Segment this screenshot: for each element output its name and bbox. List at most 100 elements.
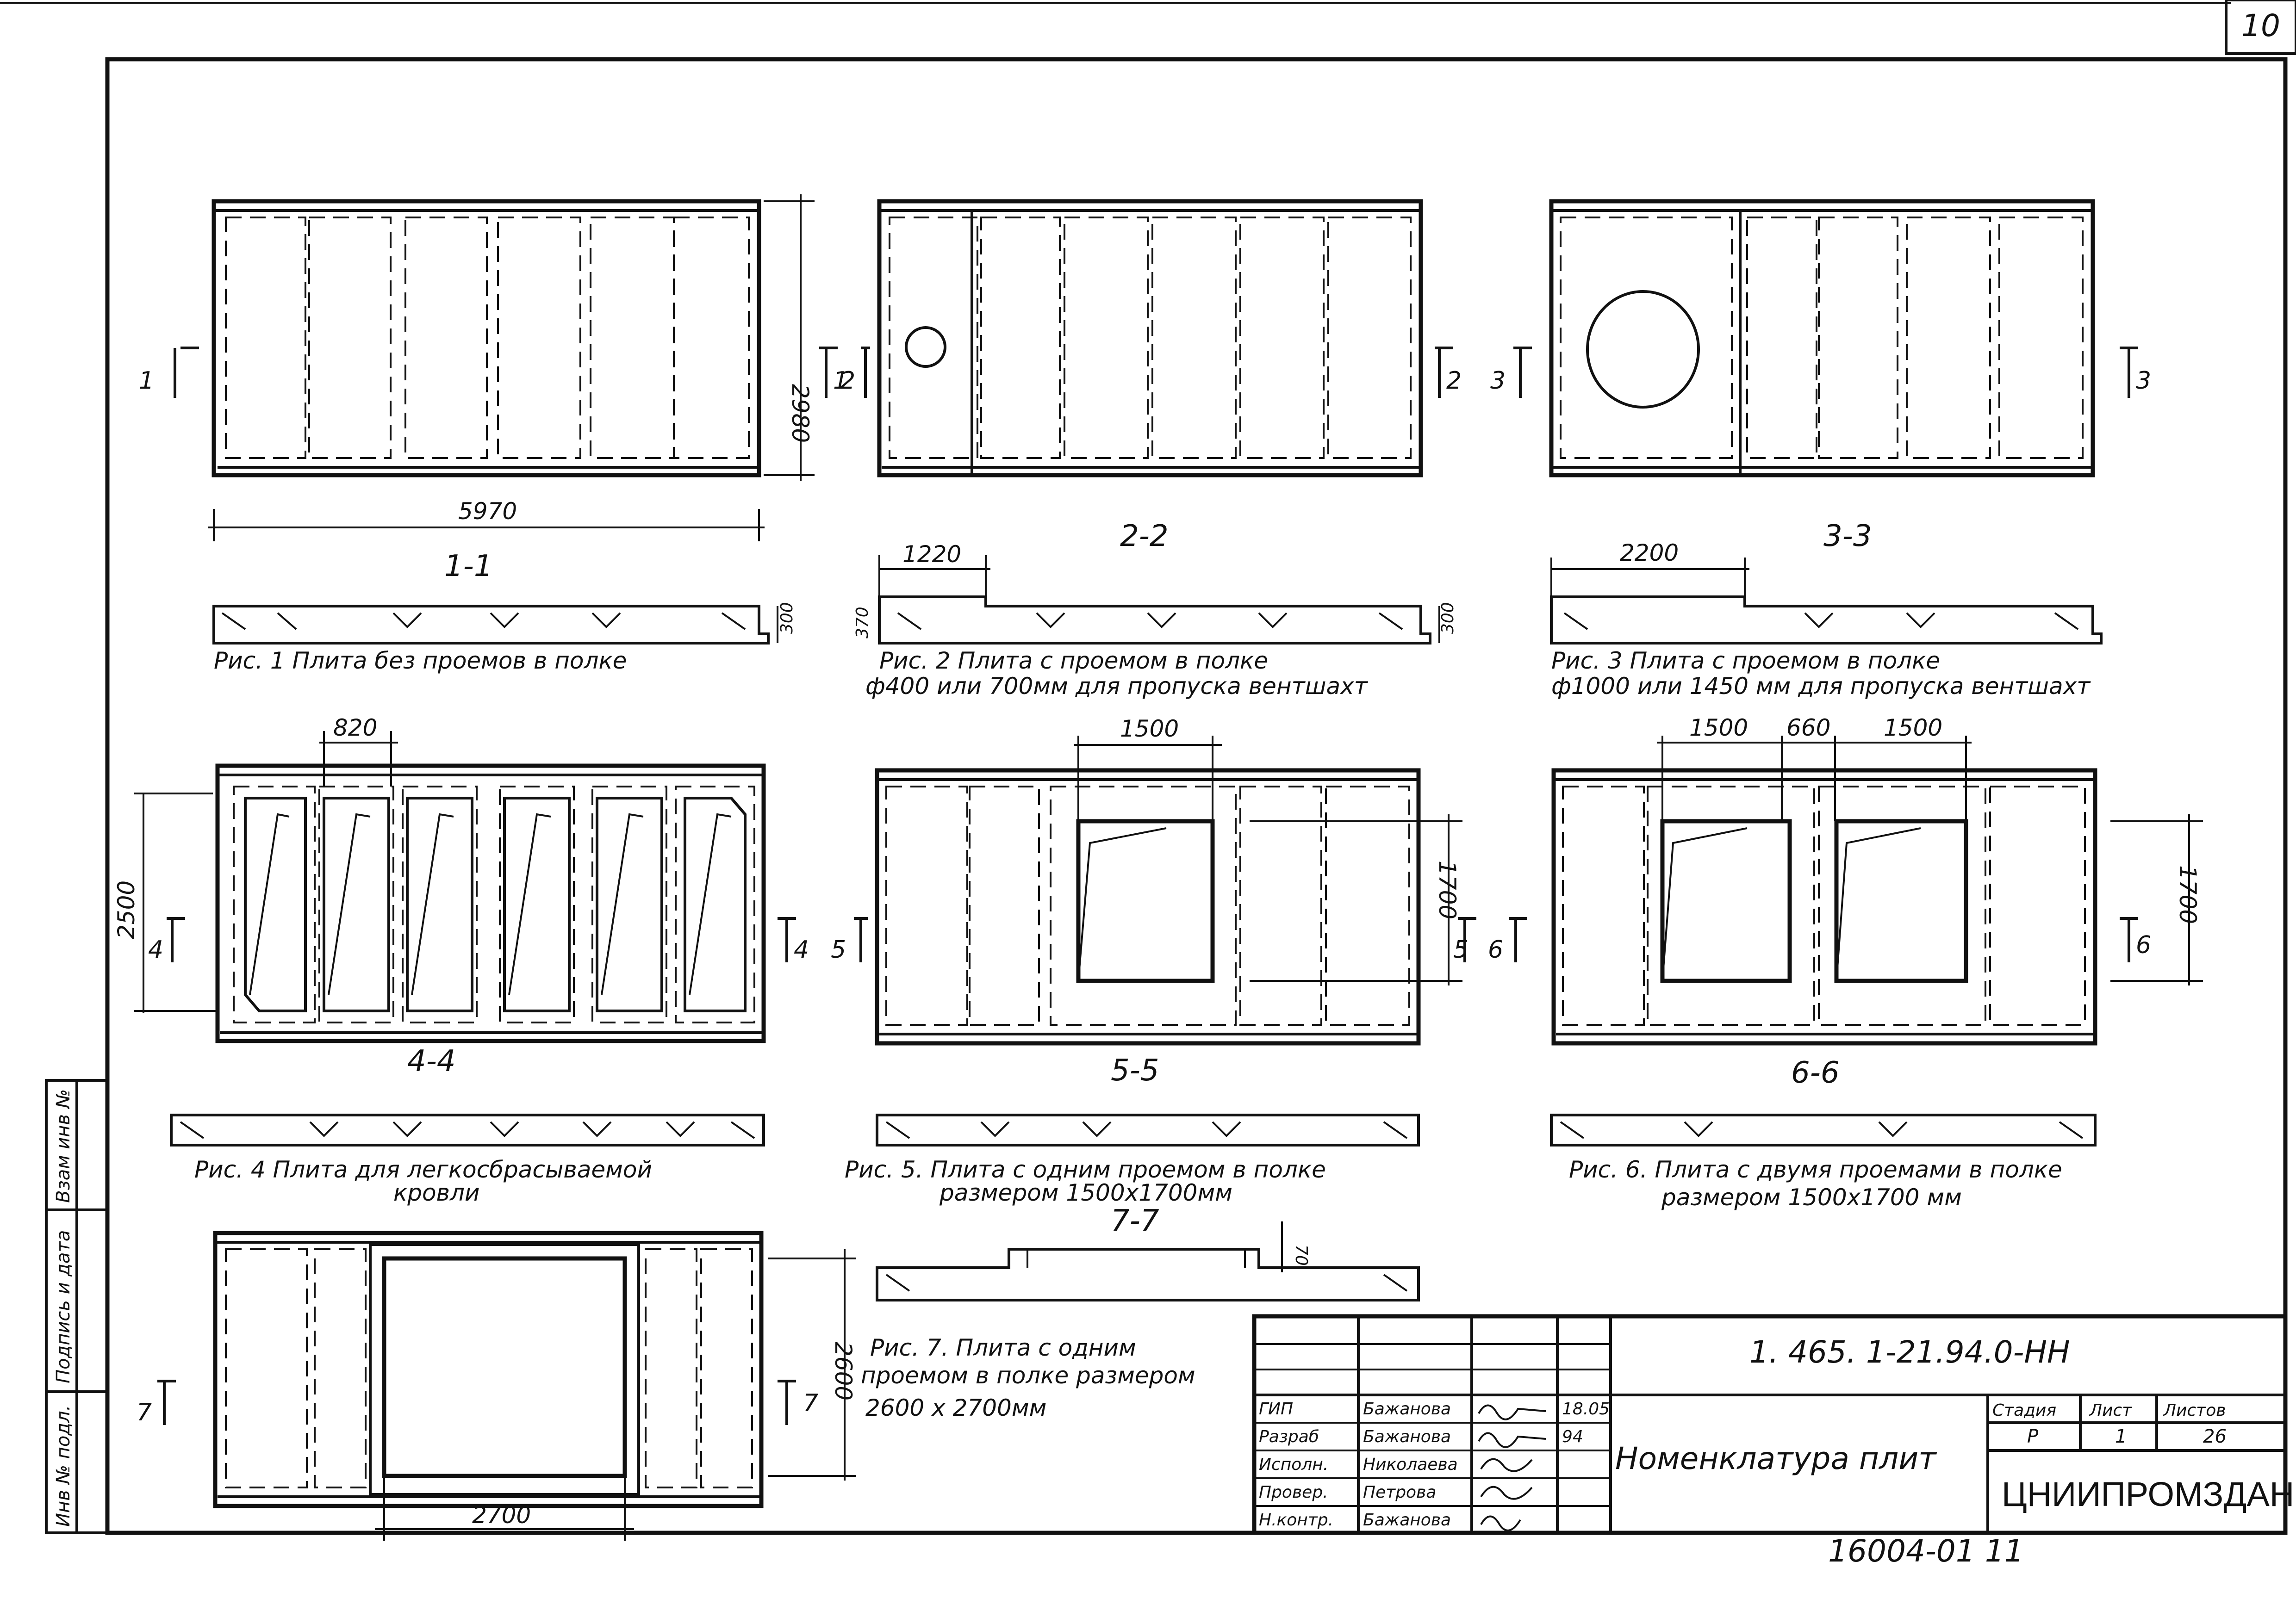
role-3: Провер.: [1259, 1483, 1328, 1502]
section-profile: [170, 1114, 765, 1146]
caption-line-2: ф400 или 700мм для пропуска вентшахт: [865, 673, 1369, 700]
figure-5: 1500 1700 5 5 5-5 Рис. 5. Плита с одним …: [831, 715, 1476, 1206]
plate-outline: [215, 763, 766, 1043]
figure-4: 820 2500 4 4 4-4 Рис. 4 Плита для легкос…: [113, 714, 809, 1206]
marker-right: 5: [1453, 936, 1468, 964]
header-sheets: Листов: [2163, 1401, 2226, 1420]
dim-rib: 300: [778, 602, 796, 634]
dim-width: 2980: [787, 384, 814, 443]
dim-opening-w: 2700: [472, 1502, 531, 1529]
dim-slot: 820: [333, 714, 377, 741]
value-sheets: 26: [2203, 1426, 2227, 1447]
dim-opening-a: 1500: [1689, 714, 1748, 741]
dim-opening-w: 1500: [1120, 715, 1179, 742]
header-stage: Стадия: [1992, 1401, 2056, 1420]
section-profile: [1550, 595, 2103, 644]
dim-width: 2600: [830, 1342, 857, 1401]
document-code: 1. 465. 1-21.94.0-НН: [1749, 1334, 2070, 1370]
dim-opening-h: 1700: [2174, 865, 2201, 924]
name-0: Бажанова: [1363, 1400, 1451, 1419]
document-title: Номенклатура плит: [1615, 1441, 1937, 1476]
dim-offset: 2200: [1620, 539, 1679, 566]
caption-line-1: Рис. 2 Плита с проемом в полке: [879, 647, 1268, 674]
caption-line-1: Рис. 5. Плита с одним проемом в полке: [845, 1156, 1326, 1183]
dim-rib-left: 370: [853, 607, 872, 638]
sheet-number-box: [2225, 0, 2296, 55]
caption-line-1: Рис. 6. Плита с двумя проемами в полке: [1569, 1156, 2062, 1183]
name-1: Бажанова: [1363, 1427, 1451, 1446]
date-1: 94: [1562, 1427, 1583, 1446]
opening-b: [1834, 819, 1968, 983]
section-label: 6-6: [1791, 1056, 1840, 1090]
caption-line-2: размером 1500х1700 мм: [1661, 1184, 1962, 1211]
side-stamp: Инв № подл. Подпись и дата Взам инв №: [45, 1079, 109, 1534]
section-profile: [878, 595, 1431, 644]
slot-group: [233, 786, 755, 1023]
opening: [1076, 819, 1215, 983]
marker-left: 1: [139, 367, 154, 395]
marker-left: 7: [137, 1399, 152, 1426]
round-opening: [905, 326, 946, 368]
caption-line-1: Рис. 4 Плита для легкосбрасываемой: [194, 1156, 652, 1183]
caption-line-1: Рис. 3 Плита с проемом в полке: [1551, 647, 1940, 674]
figure-1: 5970 2980 1 1 1-1 300 Рис. 1 Плита без п…: [139, 194, 848, 674]
section-label: 3-3: [1823, 519, 1872, 553]
figure-7: 2700 2600 7 7 7-7 70 Рис. 7. Плита с одн…: [137, 1204, 1420, 1541]
marker-left: 2: [840, 367, 855, 395]
title-block: 1. 465. 1-21.94.0-НН Номенклатура плит С…: [1252, 1314, 2296, 1535]
caption-line-3: 2600 х 2700мм: [865, 1394, 1046, 1421]
caption-line-1: Рис. 7. Плита с одним: [870, 1334, 1136, 1361]
role-0: ГИП: [1259, 1400, 1293, 1419]
role-2: Исполн.: [1259, 1455, 1328, 1474]
plate-outline: [1549, 199, 2095, 477]
name-3: Петрова: [1363, 1483, 1436, 1502]
figure-3: 3 3 3-3 2200 Рис. 3 Плита с проемом в по…: [1490, 199, 2151, 700]
section-label: 2-2: [1120, 519, 1169, 553]
stamp-field-1: Инв № подл.: [53, 1405, 74, 1527]
marker-right: 6: [2136, 931, 2151, 959]
signature-0: [1478, 1404, 1546, 1420]
section-label: 4-4: [407, 1044, 456, 1078]
stamp-field-2: Подпись и дата: [53, 1230, 74, 1383]
sheet-number: 10: [2241, 8, 2280, 43]
figure-2: 2 2 2-2 1220 370 300 Рис. 2 Плита с прое…: [840, 199, 1462, 700]
name-2: Николаева: [1363, 1455, 1458, 1474]
plate-outline: [877, 199, 1423, 477]
marker-left: 4: [148, 936, 163, 964]
caption-line-2: кровли: [393, 1179, 479, 1206]
caption-line-2: проемом в полке размером: [861, 1362, 1195, 1389]
header-sheet: Лист: [2089, 1401, 2132, 1420]
date-0: 18.05: [1562, 1400, 1610, 1419]
section-label: 5-5: [1111, 1053, 1159, 1088]
role-1: Разраб: [1259, 1427, 1319, 1446]
marker-right: 4: [794, 936, 809, 964]
plate-outline: [875, 768, 1421, 1046]
figure-6: 1500 660 1500 1700 6 6 6-6 Рис. 6. Плита…: [1488, 714, 2203, 1211]
value-stage: Р: [2027, 1426, 2039, 1447]
signature-2: [1480, 1458, 1533, 1472]
marker-right: 7: [803, 1389, 818, 1417]
opening: [382, 1256, 627, 1478]
section-label: 7-7: [1111, 1204, 1159, 1238]
dim-rib: 300: [1438, 602, 1457, 634]
section-profile: [876, 1114, 1420, 1146]
dim-length: 5970: [458, 498, 517, 525]
dim-width: 2500: [113, 880, 140, 939]
section-profile: [212, 605, 770, 644]
round-opening: [1586, 290, 1700, 409]
plate-outline: [212, 199, 761, 477]
dim-offset: 1220: [902, 541, 961, 568]
name-4: Бажанова: [1363, 1511, 1451, 1530]
signature-1: [1478, 1432, 1546, 1448]
marker-right: 3: [2136, 367, 2151, 395]
signature-3: [1480, 1486, 1533, 1500]
section-profile: [1550, 1114, 2097, 1146]
stamp-field-3: Взам инв №: [53, 1089, 74, 1203]
marker-right: 1: [833, 367, 848, 395]
plate-outline: [1551, 768, 2097, 1046]
role-4: Н.контр.: [1259, 1511, 1333, 1530]
drawing-frame: [105, 57, 2288, 1535]
caption-line-2: ф1000 или 1450 мм для пропуска вентшахт: [1551, 673, 2091, 700]
marker-left: 6: [1488, 936, 1503, 964]
